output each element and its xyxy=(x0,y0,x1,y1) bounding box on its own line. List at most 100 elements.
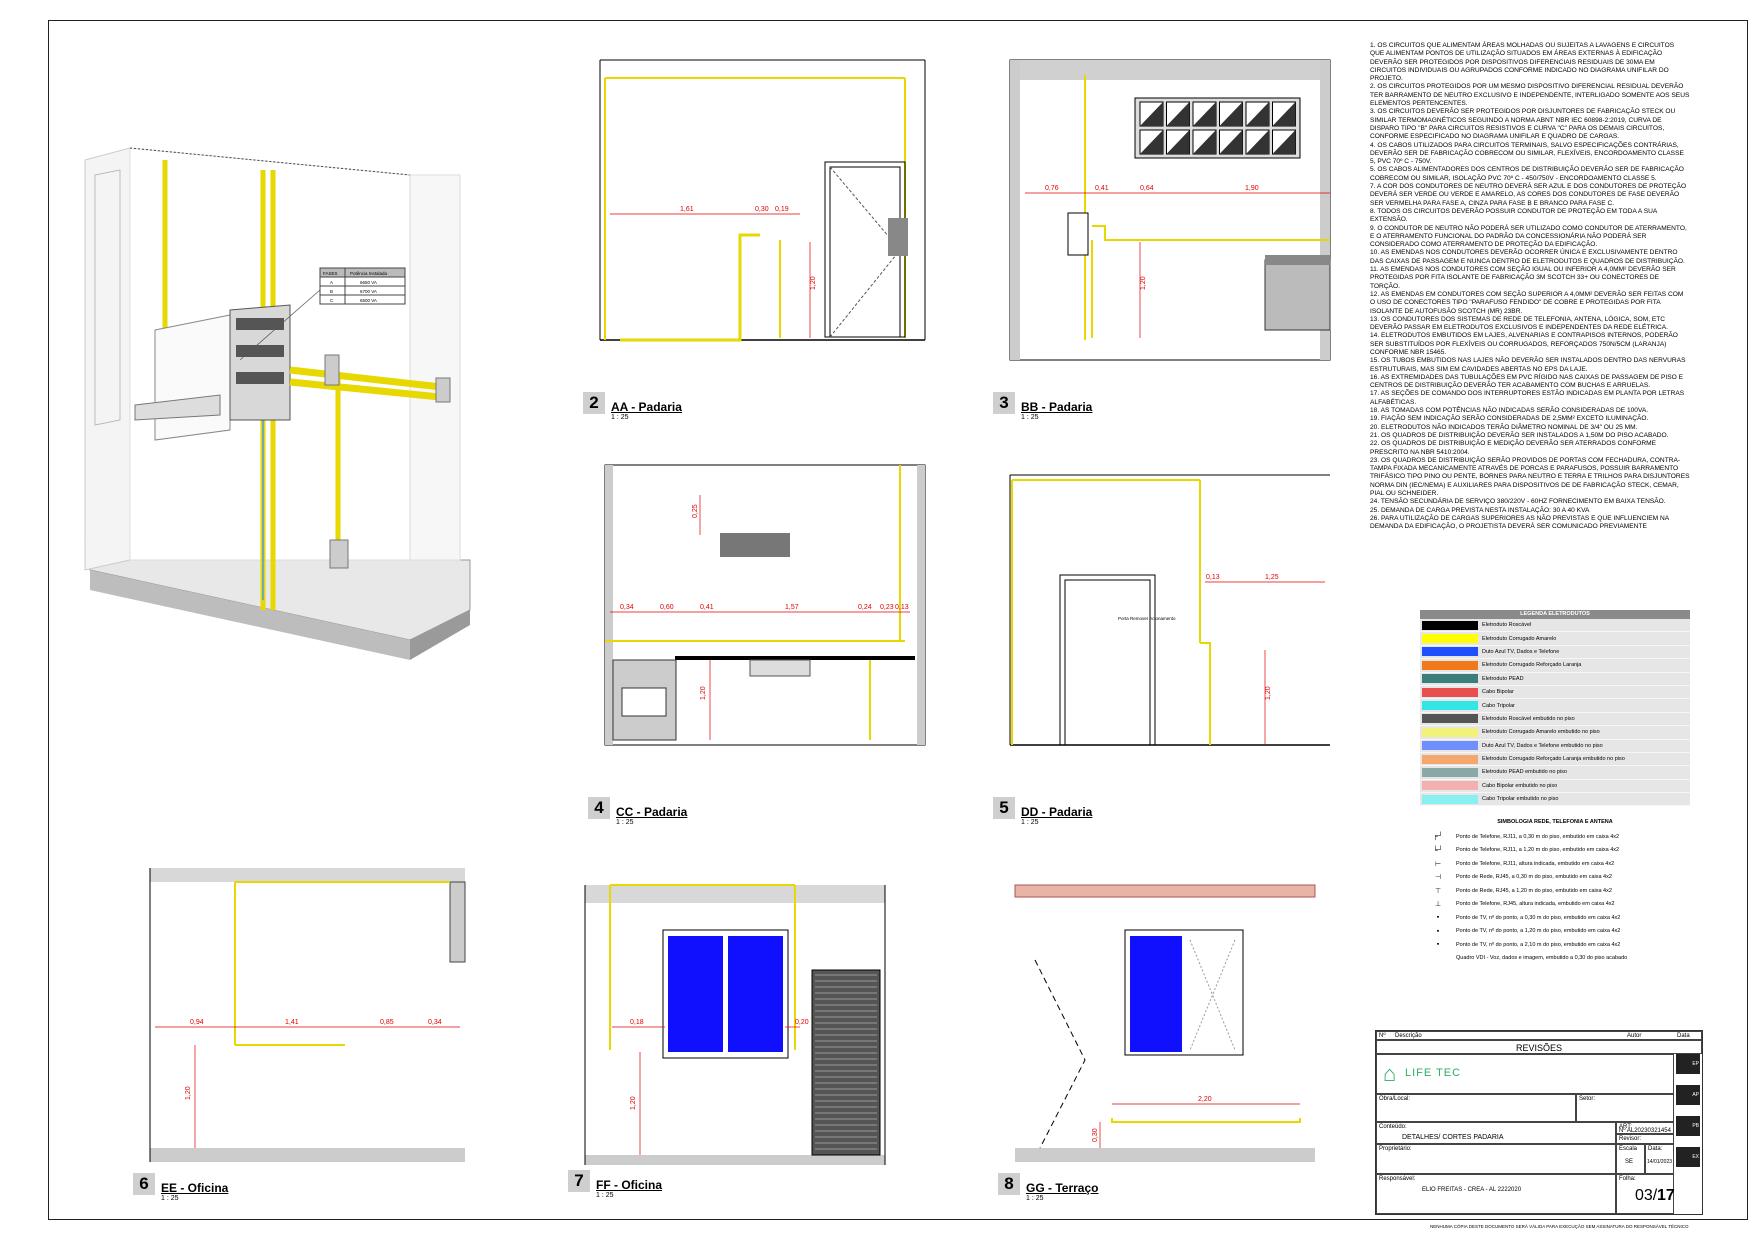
symbology-title: SIMBOLOGIA REDE, TELEFONIA E ANTENA xyxy=(1497,819,1613,825)
side-tab: AP xyxy=(1676,1085,1700,1105)
note-item: 10. As emendas nos condutores deverão oc… xyxy=(1370,249,1685,265)
aa-dim-1: 1,61 xyxy=(680,206,694,213)
legend-row: Cabo Bipolar embutido no piso xyxy=(1420,779,1690,794)
view-title: AA - Padaria xyxy=(611,400,682,414)
view-number: 4 xyxy=(588,797,610,819)
note-item: 3. Os circuitos deverão ser protegidos p… xyxy=(1370,108,1676,141)
bb-dim-4: 1,90 xyxy=(1245,185,1259,192)
symbol-label: Ponto de Telefone, RJ11, a 1,20 m do pis… xyxy=(1456,847,1620,854)
legend-row: Eletroduto Roscável embutido no piso xyxy=(1420,712,1690,727)
cc-dim-8: 0,25 xyxy=(692,504,699,518)
data-value: 14/01/2023 xyxy=(1647,1159,1673,1165)
note-item: 8. Todos os circuitos deverão possuir co… xyxy=(1370,207,1657,224)
ee-dim-4: 0,34 xyxy=(428,1019,442,1026)
legend-swatch xyxy=(1422,634,1478,644)
outlet-symbol-icon: ⊤ xyxy=(1434,887,1442,895)
legend-swatch xyxy=(1422,674,1478,684)
bb-dim-2: 0,41 xyxy=(1095,185,1109,192)
view-label-cc: 4 CC - Padaria 1 : 25 xyxy=(588,797,688,826)
view-aa-drawing: 1,61 0,30 0,19 1,20 xyxy=(599,59,926,342)
conteudo-value: DETALHES/ CORTES PADARIA xyxy=(1402,1134,1504,1141)
phase-b: B xyxy=(330,289,333,294)
conteudo-cell: Conteúdo: DETALHES/ CORTES PADARIA xyxy=(1376,1122,1616,1144)
legend-swatch xyxy=(1422,741,1478,751)
glass-block-shade xyxy=(1246,130,1269,154)
aa-dim-3: 0,19 xyxy=(775,206,789,213)
glass-block-shade xyxy=(1272,102,1296,126)
legend-row: Eletroduto Corrugado Amarelo xyxy=(1420,632,1690,646)
art-cell: ART: Nº AL20230321454 xyxy=(1616,1122,1674,1134)
cc-dim-7: 0,13 xyxy=(895,604,909,611)
cc-dim-3: 0,41 xyxy=(700,604,714,611)
legend-swatch xyxy=(1422,714,1478,724)
isometric-view: FASES Potência Instalada A 6650 VA B 670… xyxy=(84,147,471,660)
note-item: 13. Os condutores dos sistemas de rede d… xyxy=(1370,315,1669,332)
side-tab: EP xyxy=(1676,1054,1700,1074)
art-label: ART: xyxy=(1619,1124,1632,1130)
title-block: Nº Descrição Autor Data REVISÕES ⌂ LIFE … xyxy=(1375,1030,1703,1215)
note-item: 19. Fiação sem indicação serão considera… xyxy=(1370,415,1649,423)
revisor-label: Revisor: xyxy=(1619,1136,1642,1142)
glass-block-shade xyxy=(1193,102,1216,126)
symbol-row: ⊣Ponto de Rede, RJ45, a 0,30 m do piso, … xyxy=(1420,871,1690,885)
view-scale: 1 : 25 xyxy=(1021,819,1039,826)
view-number: 2 xyxy=(583,392,605,414)
phase-b-value: 6700 VA xyxy=(360,289,377,294)
view-title: DD - Padaria xyxy=(1021,805,1093,819)
sheet-border xyxy=(48,20,1748,1220)
ff-dim-1: 0,18 xyxy=(630,1019,644,1026)
cc-dim-4: 1,57 xyxy=(785,604,799,611)
bb-dim-3: 0,64 xyxy=(1140,185,1154,192)
view-number: 8 xyxy=(998,1173,1020,1195)
view-ff-drawing: 0,18 0,20 1,20 xyxy=(584,884,886,1165)
note-item: 4. Os cabos utilizados para circuitos te… xyxy=(1370,141,1684,166)
legend-row: Eletroduto PEAD xyxy=(1420,672,1690,686)
note-item: 23. Os quadros de distribuição serão pro… xyxy=(1370,456,1690,498)
revisor-cell: Revisor: xyxy=(1616,1134,1674,1144)
view-title: BB - Padaria xyxy=(1021,400,1093,414)
side-tab: EX xyxy=(1676,1147,1700,1167)
outlet-symbol-icon: ▪ xyxy=(1436,914,1440,922)
legend-label: Eletroduto Corrugado Reforçado Laranja xyxy=(1482,662,1582,669)
ff-dim-2: 0,20 xyxy=(795,1019,809,1026)
symbol-label: Ponto de TV, nº do ponto, a 2,10 m do pi… xyxy=(1456,941,1621,948)
revisions-title: REVISÕES xyxy=(1376,1040,1702,1054)
legend-label: Eletroduto Corrugado Amarelo embutido no… xyxy=(1482,729,1600,736)
symbol-row: ▪Ponto de TV, nº do ponto, a 1,20 m do p… xyxy=(1420,925,1690,939)
symbol-label: Ponto de Telefone, RJ11, a 0,30 m do pis… xyxy=(1456,833,1620,840)
legend-row: Cabo Bipolar xyxy=(1420,685,1690,700)
responsavel-label: Responsável: xyxy=(1379,1176,1416,1182)
symbol-row: ▪Ponto de TV, nº do ponto, a 2,10 m do p… xyxy=(1420,938,1690,952)
glass-block-shade xyxy=(1140,102,1163,126)
folha-total: 17 xyxy=(1657,1187,1675,1204)
view-title: CC - Padaria xyxy=(616,805,688,819)
dd-dim-2: 1,25 xyxy=(1265,574,1279,581)
proprietario-label: Proprietário: xyxy=(1379,1146,1412,1152)
view-number: 5 xyxy=(993,797,1015,819)
glass-block-shade xyxy=(1219,102,1243,126)
glass-block-shade xyxy=(1272,130,1296,154)
data-label: Data: xyxy=(1648,1146,1663,1152)
gg-dim-2: 0,30 xyxy=(1092,1128,1099,1142)
note-item: 18. As tomadas com potências não indicad… xyxy=(1370,407,1649,415)
view-scale: 1 : 25 xyxy=(1026,1195,1044,1202)
legend-swatch xyxy=(1422,660,1478,670)
glass-block-shade xyxy=(1193,130,1216,154)
bb-glass-blocks xyxy=(1134,97,1301,159)
folha-label: Folha: xyxy=(1619,1176,1636,1182)
phase-c-value: 6500 VA xyxy=(360,298,377,303)
legend-title: LEGENDA ELETRODUTOS xyxy=(1420,610,1690,619)
logo-mark: ⌂ xyxy=(1383,1061,1397,1086)
symbol-row: ▪Ponto de TV, nº do ponto, a 0,30 m do p… xyxy=(1420,911,1690,925)
symbol-label: Ponto de Telefone, RJ11, altura indicada… xyxy=(1456,860,1615,867)
cc-dim-2: 0,60 xyxy=(660,604,674,611)
view-label-ff: 7 FF - Oficina 1 : 25 xyxy=(568,1170,662,1199)
legend-swatch xyxy=(1422,701,1478,711)
legend-label: Cabo Bipolar xyxy=(1482,689,1514,696)
view-scale: 1 : 25 xyxy=(611,414,629,421)
legend-label: Eletroduto Roscável xyxy=(1482,622,1532,629)
logo-text: LIFE TEC xyxy=(1405,1067,1462,1079)
setor-cell: Setor: xyxy=(1576,1094,1674,1122)
view-cc-drawing: 0,34 0,60 0,41 1,57 0,24 0,23 0,13 0,25 … xyxy=(604,464,926,746)
